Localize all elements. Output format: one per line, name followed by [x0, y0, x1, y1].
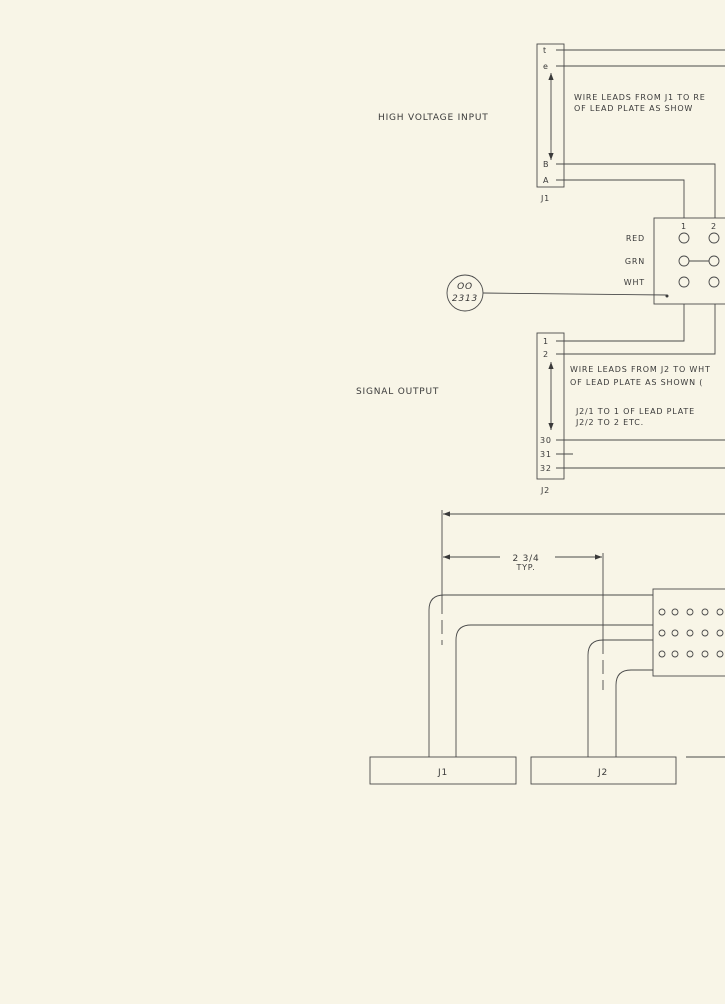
j1-note-line2: OF LEAD PLATE AS SHOW: [574, 104, 693, 113]
lead-plate: [653, 217, 725, 305]
dimension-qualifier: TYP.: [515, 563, 535, 572]
j1-wires-b-a: [556, 163, 716, 218]
bottom-plate-holes: [658, 608, 724, 658]
j2-pin-31: 31: [540, 450, 552, 459]
row-label-wht: WHT: [624, 278, 645, 287]
lead-plate-col-1: 1: [681, 222, 687, 231]
j1-cable-outer: [428, 594, 653, 757]
j1-wires-t-e: [556, 49, 725, 67]
j2-note-line3: J2/1 TO 1 OF LEAD PLATE: [575, 407, 695, 416]
j2-wires-30-32: [556, 439, 725, 469]
j2-wires-1-2: [556, 304, 716, 355]
j1-pin-e: e: [543, 62, 549, 71]
j2-pin-2: 2: [543, 350, 549, 359]
leader-dot: [665, 294, 669, 298]
j2-cable-inner: [615, 669, 653, 757]
j2-note-line4: J2/2 TO 2 ETC.: [575, 418, 644, 427]
bottom-lead-plate: [652, 588, 725, 677]
j1-pin-b: B: [543, 160, 549, 169]
j2-note-line2: OF LEAD PLATE AS SHOWN (: [570, 378, 703, 387]
bubble-top: OO: [457, 282, 473, 292]
j1-note-line1: WIRE LEADS FROM J1 TO RE: [574, 93, 706, 102]
bottom-j2-connector: [530, 756, 677, 785]
j1-pin-a: A: [543, 176, 549, 185]
j1-cable-inner: [455, 624, 653, 757]
row-label-red: RED: [626, 234, 645, 243]
j1-label: J1: [540, 194, 550, 203]
lead-plate-col-2: 2: [711, 222, 717, 231]
bottom-j2-label: J2: [597, 768, 608, 778]
high-voltage-input-title: HIGH VOLTAGE INPUT: [378, 113, 489, 123]
reference-bubble: [446, 274, 484, 312]
row-label-grn: GRN: [625, 257, 645, 266]
dimension-value: 2 3/4: [512, 554, 539, 564]
j2-label: J2: [540, 486, 550, 495]
j2-note-line1: WIRE LEADS FROM J2 TO WHT: [570, 365, 711, 374]
j2-cable-outer: [587, 639, 653, 757]
j2-pin-30: 30: [540, 436, 552, 445]
bubble-bottom: 2313: [452, 294, 478, 304]
j1-connector-block: [536, 43, 565, 188]
j2-pin-32: 32: [540, 464, 552, 473]
ground-leader: [482, 292, 668, 296]
signal-output-title: SIGNAL OUTPUT: [356, 387, 439, 397]
j2-pin-1: 1: [543, 337, 549, 346]
j2-connector-block: [536, 332, 565, 480]
bottom-j1-connector: [369, 756, 517, 785]
j1-pin-t: t: [543, 46, 547, 55]
bottom-j1-label: J1: [437, 768, 448, 778]
lead-plate-terminals: [678, 232, 720, 288]
